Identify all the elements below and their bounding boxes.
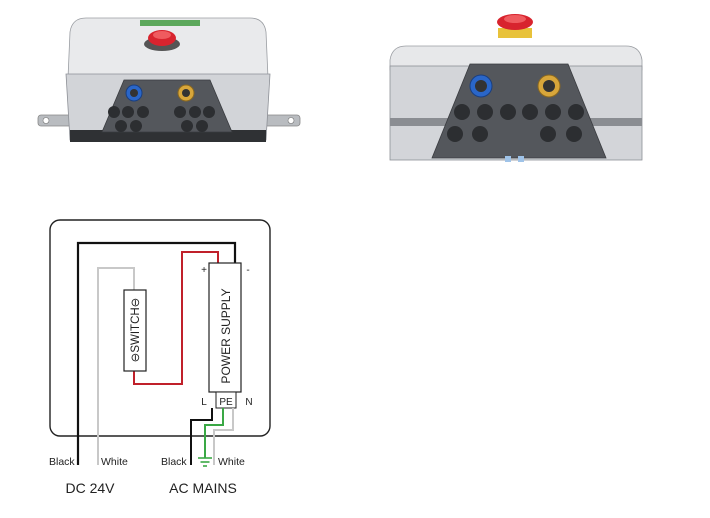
terminal-l-label: L [201, 397, 207, 408]
wire-label-white-dc: White [101, 456, 128, 468]
black-wire-dc [76, 241, 237, 465]
wire-label-black-ac: Black [161, 456, 187, 468]
enclosure-front-icon [37, 17, 301, 142]
white-wire-ac [213, 408, 234, 465]
enclosure-side-icon [389, 14, 643, 162]
black-wire-ac [190, 408, 213, 465]
terminal-block [215, 391, 237, 409]
enclosure-outline [49, 219, 271, 437]
wire-label-white-ac: White [218, 456, 245, 468]
power-supply-label: POWER SUPPLY [219, 288, 233, 383]
terminal-pe-label: PE [219, 397, 233, 408]
wire-label-black-dc: Black [49, 456, 75, 468]
white-wire-dc [97, 267, 135, 465]
ac-group-label: AC MAINS [169, 480, 237, 496]
minus-terminal-label: - [246, 265, 249, 276]
plus-terminal-label: + [201, 265, 207, 276]
ground-icon [198, 457, 212, 467]
dc-group-label: DC 24V [65, 480, 115, 496]
switch-label: ⊖SWITCH⊖ [130, 298, 142, 363]
power-supply-box [208, 262, 242, 393]
red-wire [133, 251, 219, 385]
switch-box [123, 289, 147, 372]
green-wire-pe [204, 408, 224, 458]
wiring-diagram: ⊖SWITCH⊖ POWER SUPPLY + - L PE N Black W… [49, 219, 271, 496]
terminal-n-label: N [245, 397, 252, 408]
